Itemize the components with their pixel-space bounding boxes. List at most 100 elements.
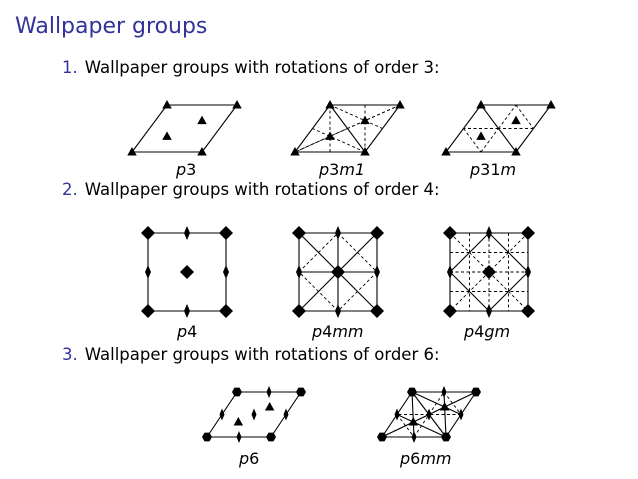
caption-p6: p6	[239, 449, 260, 468]
diamond-icon	[486, 304, 492, 318]
hexagon-icon	[377, 432, 387, 442]
diamond-icon	[370, 304, 384, 318]
diamond-icon	[251, 408, 257, 421]
diamond-icon	[482, 265, 496, 279]
list-item-order-3: 1. Wallpaper groups with rotations of ord…	[62, 58, 440, 77]
diamond-icon	[292, 226, 306, 240]
diagram-p3	[127, 100, 242, 156]
lattice-edge	[201, 104, 238, 153]
mirror-line	[463, 128, 482, 153]
triangle-icon	[546, 100, 556, 109]
mirror-line	[329, 104, 383, 129]
hexagon-icon	[202, 432, 212, 442]
item-text: Wallpaper groups with rotations of order…	[84, 345, 440, 364]
lattice-edge	[411, 391, 415, 438]
mirror-line	[298, 232, 339, 273]
mirror-line	[498, 104, 517, 129]
triangle-icon	[197, 115, 207, 125]
diagram-p6mm	[377, 386, 481, 443]
caption-p4mm: p4mm	[312, 322, 364, 341]
diamond-icon	[441, 386, 447, 398]
triangle-icon	[476, 131, 486, 140]
mirror-line	[396, 414, 415, 438]
triangle-icon	[408, 417, 419, 426]
diamond-icon	[180, 265, 194, 279]
triangle-icon	[439, 402, 450, 411]
diamond-icon	[525, 265, 531, 279]
mirror-line	[337, 232, 378, 273]
diamond-icon	[411, 431, 417, 443]
mirror-line	[294, 128, 348, 153]
mirror-line	[312, 128, 366, 153]
lattice-edge	[428, 391, 477, 415]
triangle-icon	[233, 417, 244, 426]
diamond-icon	[486, 226, 492, 240]
item-number: 1.	[62, 58, 78, 77]
diamond-icon	[521, 226, 535, 240]
diamond-icon	[296, 265, 302, 279]
diamond-icon	[141, 304, 155, 318]
diamond-icon	[266, 386, 272, 398]
lattice-edge	[131, 104, 168, 153]
item-number: 2.	[62, 180, 78, 199]
diamond-icon	[458, 408, 464, 421]
hexagon-icon	[296, 387, 306, 397]
hexagon-icon	[471, 387, 481, 397]
triangle-icon	[511, 147, 521, 156]
mirror-line	[480, 128, 499, 153]
triangle-icon	[197, 147, 207, 156]
diamond-icon	[521, 304, 535, 318]
diagram-p4	[141, 226, 233, 318]
diamond-icon	[292, 304, 306, 318]
list-item-order-6: 3.Wallpaper groups with rotations of ord…	[62, 345, 440, 364]
diamond-icon	[236, 431, 242, 443]
triangle-icon	[511, 115, 521, 125]
triangle-icon	[127, 147, 137, 156]
diagram-p6	[202, 386, 306, 443]
item-text: Wallpaper groups with rotations of order…	[84, 180, 440, 199]
hexagon-icon	[407, 387, 417, 397]
diagram-p3m1	[290, 100, 405, 156]
diamond-icon	[443, 226, 457, 240]
diamond-icon	[426, 408, 432, 421]
mirror-line	[337, 271, 378, 312]
caption-p6mm: p6mm	[400, 449, 452, 468]
diamond-icon	[331, 265, 345, 279]
diamond-icon	[219, 408, 225, 421]
mirror-line	[515, 104, 534, 129]
triangle-icon	[441, 147, 451, 156]
triangle-icon	[290, 147, 300, 156]
item-text: Wallpaper groups with rotations of order…	[84, 58, 440, 77]
mirror-line	[294, 104, 401, 153]
triangle-icon	[162, 100, 172, 109]
hexagon-icon	[232, 387, 242, 397]
hexagon-icon	[266, 432, 276, 442]
mirror-line	[298, 271, 339, 312]
diamond-icon	[443, 304, 457, 318]
diagram-p4gm	[443, 226, 535, 318]
mirror-line	[413, 414, 430, 438]
triangle-icon	[360, 147, 370, 156]
caption-p31m: p31m	[470, 160, 517, 179]
slide-title: Wallpaper groups	[15, 14, 208, 39]
triangle-icon	[264, 402, 275, 411]
mirror-line	[428, 391, 445, 415]
diagram-p31m	[441, 100, 556, 156]
diamond-icon	[145, 265, 151, 279]
diamond-icon	[335, 304, 341, 318]
triangle-icon	[232, 100, 242, 109]
triangle-icon	[395, 100, 405, 109]
mirror-line	[443, 391, 462, 415]
diamond-icon	[219, 304, 233, 318]
triangle-icon	[325, 131, 335, 140]
hexagon-icon	[441, 432, 451, 442]
diamond-icon	[184, 304, 190, 318]
diamond-icon	[223, 265, 229, 279]
diamond-icon	[219, 226, 233, 240]
diagram-p4mm	[292, 226, 384, 318]
diamond-icon	[394, 408, 400, 421]
triangle-icon	[162, 131, 172, 140]
caption-p3m1: p3m1	[319, 160, 366, 179]
caption-p4: p4	[177, 322, 198, 341]
